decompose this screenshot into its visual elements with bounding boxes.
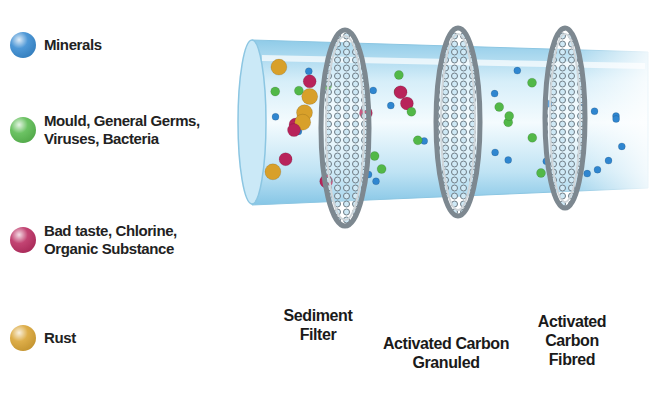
particle	[394, 71, 403, 80]
particle	[495, 103, 504, 112]
particle	[271, 87, 280, 96]
legend-text: Minerals	[44, 36, 234, 54]
particle	[537, 169, 546, 178]
particle	[491, 90, 498, 97]
particle	[370, 152, 379, 161]
legend-swatch	[10, 32, 36, 58]
particle	[272, 113, 279, 120]
legend-swatch	[10, 227, 36, 253]
legend-text: Bad taste, Chlorine, Organic Substance	[44, 222, 234, 258]
particle	[370, 87, 377, 94]
particle	[305, 68, 312, 75]
particle	[271, 59, 287, 75]
particle	[394, 86, 407, 99]
legend-text: Rust	[44, 329, 234, 347]
particle	[514, 67, 521, 74]
particle	[505, 112, 514, 121]
particle	[302, 89, 318, 105]
particle	[613, 116, 620, 123]
particle	[413, 136, 422, 145]
filter-label: Sediment Filter	[273, 306, 363, 344]
particle	[387, 102, 394, 109]
particle	[492, 149, 499, 156]
particle	[528, 78, 537, 87]
particle	[618, 143, 625, 150]
particle	[594, 166, 601, 173]
particle	[605, 157, 612, 164]
particle	[505, 157, 512, 164]
particle	[407, 107, 416, 116]
particle	[303, 75, 316, 88]
particle	[265, 164, 281, 180]
particle	[373, 178, 380, 185]
legend-text: Mould, General Germs, Viruses, Bacteria	[44, 112, 234, 148]
particle	[528, 133, 537, 142]
particle	[279, 153, 292, 166]
legend-swatch	[10, 117, 36, 143]
particle	[591, 108, 598, 115]
particle	[288, 124, 301, 137]
particle	[377, 165, 386, 174]
particle	[584, 170, 591, 177]
legend-swatch	[10, 325, 36, 351]
filter-label: Activated Carbon Granuled	[371, 334, 521, 372]
filter-label: Activated Carbon Fibred	[526, 312, 618, 369]
